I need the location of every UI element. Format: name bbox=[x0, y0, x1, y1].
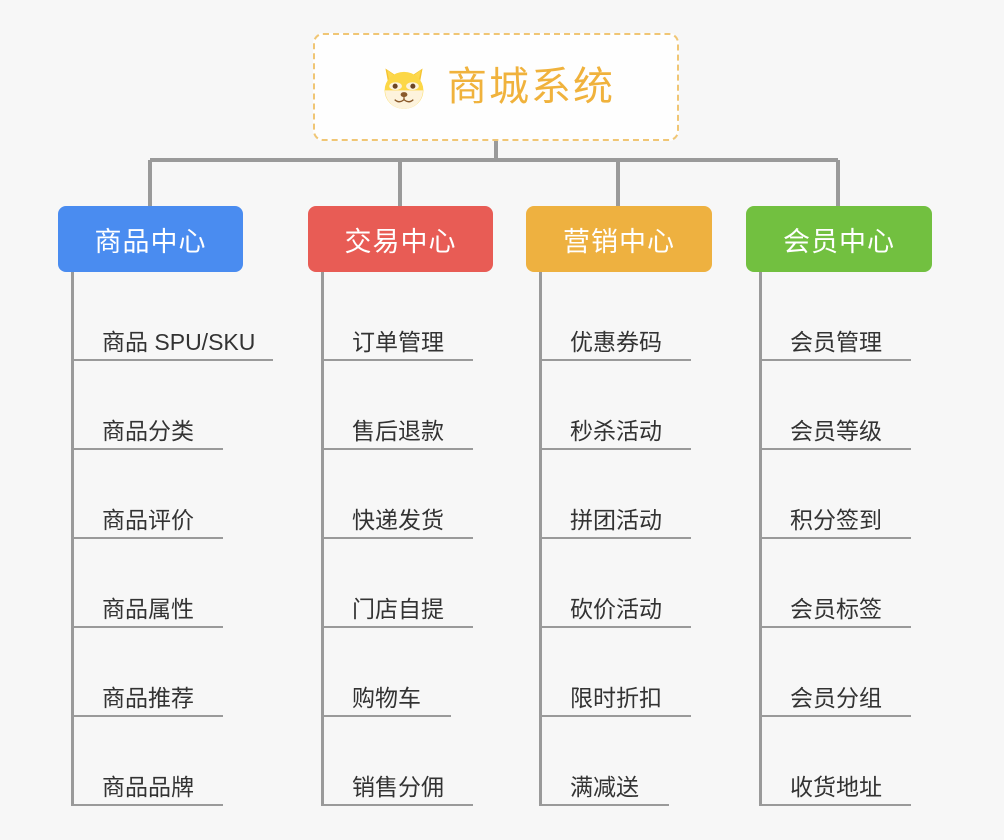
leaf-item[interactable]: 商品评价 bbox=[58, 450, 278, 539]
root-node[interactable]: 商城系统 bbox=[313, 33, 679, 141]
leaf-label: 优惠券码 bbox=[570, 329, 662, 356]
leaf-label: 积分签到 bbox=[790, 507, 882, 534]
leaf-item[interactable]: 商品 SPU/SKU bbox=[58, 272, 278, 361]
leaf-underline bbox=[71, 448, 223, 450]
leaf-underline bbox=[759, 448, 911, 450]
shiba-dog-face-icon bbox=[384, 68, 424, 109]
leaf-underline bbox=[539, 715, 691, 717]
leaf-label: 商品推荐 bbox=[102, 685, 194, 712]
branch-header-label: 营销中心 bbox=[563, 226, 675, 257]
branch-header-marketing-center[interactable]: 营销中心 bbox=[526, 206, 712, 272]
leaf-label: 快递发货 bbox=[352, 507, 444, 534]
leaf-label: 商品属性 bbox=[102, 596, 194, 623]
leaf-item[interactable]: 商品属性 bbox=[58, 539, 278, 628]
branch-header-label: 交易中心 bbox=[344, 226, 457, 257]
leaf-label: 商品品牌 bbox=[102, 774, 194, 801]
leaf-item[interactable]: 收货地址 bbox=[746, 717, 966, 806]
leaf-underline bbox=[71, 804, 223, 806]
branch-trunk bbox=[759, 272, 762, 806]
leaf-item[interactable]: 拼团活动 bbox=[526, 450, 746, 539]
branch-column-member-center: 会员中心 会员管理 会员等级 积分签到 会员标签 bbox=[746, 206, 966, 806]
leaf-label: 门店自提 bbox=[352, 596, 444, 623]
branch-header-label: 商品中心 bbox=[94, 226, 207, 257]
leaf-underline bbox=[71, 537, 223, 539]
leaf-item[interactable]: 快递发货 bbox=[308, 450, 528, 539]
branch-column-trade-center: 交易中心 订单管理 售后退款 快递发货 门店自提 bbox=[308, 206, 528, 806]
branch-trunk bbox=[321, 272, 324, 806]
leaf-underline bbox=[759, 804, 911, 806]
leaf-item[interactable]: 满减送 bbox=[526, 717, 746, 806]
leaf-item[interactable]: 限时折扣 bbox=[526, 628, 746, 717]
leaf-underline bbox=[71, 715, 223, 717]
branch-header-trade-center[interactable]: 交易中心 bbox=[308, 206, 493, 272]
leaf-label: 商品 SPU/SKU bbox=[102, 329, 256, 356]
leaf-item[interactable]: 会员等级 bbox=[746, 361, 966, 450]
leaf-underline bbox=[539, 626, 691, 628]
leaf-underline bbox=[71, 626, 223, 628]
branch-column-marketing-center: 营销中心 优惠券码 秒杀活动 拼团活动 砍价活动 bbox=[526, 206, 746, 806]
leaf-item[interactable]: 门店自提 bbox=[308, 539, 528, 628]
leaf-label: 拼团活动 bbox=[570, 507, 662, 534]
leaf-underline bbox=[321, 715, 451, 717]
leaf-label: 收货地址 bbox=[790, 774, 882, 801]
leaf-item[interactable]: 会员管理 bbox=[746, 272, 966, 361]
leaf-list-trade-center: 订单管理 售后退款 快递发货 门店自提 购物车 bbox=[308, 272, 528, 806]
leaf-item[interactable]: 会员标签 bbox=[746, 539, 966, 628]
leaf-label: 购物车 bbox=[352, 685, 421, 712]
branch-header-member-center[interactable]: 会员中心 bbox=[746, 206, 932, 272]
leaf-item[interactable]: 秒杀活动 bbox=[526, 361, 746, 450]
leaf-underline bbox=[321, 804, 473, 806]
leaf-item[interactable]: 积分签到 bbox=[746, 450, 966, 539]
leaf-underline bbox=[539, 448, 691, 450]
leaf-item[interactable]: 优惠券码 bbox=[526, 272, 746, 361]
leaf-item[interactable]: 会员分组 bbox=[746, 628, 966, 717]
leaf-label: 满减送 bbox=[570, 774, 639, 801]
leaf-item[interactable]: 砍价活动 bbox=[526, 539, 746, 628]
branch-trunk bbox=[71, 272, 74, 806]
leaf-underline bbox=[539, 804, 669, 806]
leaf-list-marketing-center: 优惠券码 秒杀活动 拼团活动 砍价活动 限时折扣 bbox=[526, 272, 746, 806]
leaf-underline bbox=[539, 537, 691, 539]
leaf-underline bbox=[759, 537, 911, 539]
leaf-label: 会员分组 bbox=[790, 685, 882, 712]
leaf-item[interactable]: 订单管理 bbox=[308, 272, 528, 361]
leaf-underline bbox=[321, 448, 473, 450]
leaf-item[interactable]: 购物车 bbox=[308, 628, 528, 717]
leaf-label: 秒杀活动 bbox=[570, 418, 662, 445]
leaf-underline bbox=[71, 359, 273, 361]
branch-header-label: 会员中心 bbox=[783, 226, 895, 257]
leaf-item[interactable]: 商品推荐 bbox=[58, 628, 278, 717]
leaf-underline bbox=[759, 626, 911, 628]
root-title: 商城系统 bbox=[447, 65, 615, 109]
leaf-label: 会员标签 bbox=[790, 596, 882, 623]
leaf-label: 会员管理 bbox=[790, 329, 882, 356]
leaf-list-product-center: 商品 SPU/SKU 商品分类 商品评价 商品属性 商品推荐 bbox=[58, 272, 278, 806]
leaf-underline bbox=[759, 715, 911, 717]
leaf-item[interactable]: 商品品牌 bbox=[58, 717, 278, 806]
leaf-label: 砍价活动 bbox=[570, 596, 662, 623]
branch-trunk bbox=[539, 272, 542, 806]
leaf-item[interactable]: 售后退款 bbox=[308, 361, 528, 450]
leaf-label: 销售分佣 bbox=[352, 774, 444, 801]
leaf-label: 会员等级 bbox=[790, 418, 882, 445]
leaf-label: 商品分类 bbox=[102, 418, 194, 445]
leaf-label: 订单管理 bbox=[352, 329, 444, 356]
leaf-label: 售后退款 bbox=[352, 418, 444, 445]
leaf-item[interactable]: 商品分类 bbox=[58, 361, 278, 450]
leaf-underline bbox=[759, 359, 911, 361]
leaf-underline bbox=[539, 359, 691, 361]
leaf-label: 限时折扣 bbox=[570, 685, 662, 712]
leaf-item[interactable]: 销售分佣 bbox=[308, 717, 528, 806]
leaf-underline bbox=[321, 359, 473, 361]
leaf-label: 商品评价 bbox=[102, 507, 194, 534]
branch-header-product-center[interactable]: 商品中心 bbox=[58, 206, 243, 272]
branch-column-product-center: 商品中心 商品 SPU/SKU 商品分类 商品评价 商品属性 bbox=[58, 206, 278, 806]
leaf-list-member-center: 会员管理 会员等级 积分签到 会员标签 会员分组 bbox=[746, 272, 966, 806]
leaf-underline bbox=[321, 626, 473, 628]
leaf-underline bbox=[321, 537, 473, 539]
